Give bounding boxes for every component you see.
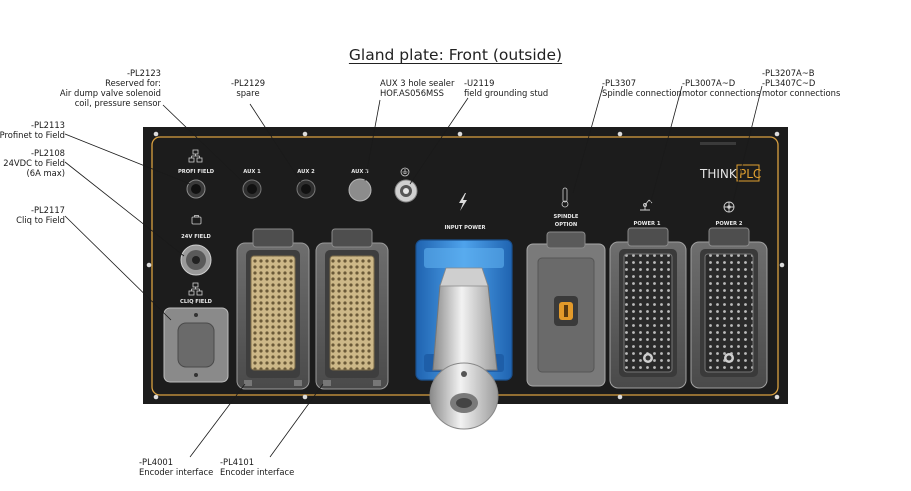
callout-line: -PL2129: [230, 78, 266, 88]
callout-line: Cliq to Field: [16, 215, 65, 225]
encoder-connector-pl4101: [315, 228, 389, 390]
ground-icon: [400, 167, 410, 177]
callout-line: -U2119: [464, 78, 495, 88]
cliq-field-blank-plate: [163, 307, 229, 383]
callout-line: -PL3207A~B: [762, 68, 815, 78]
label-aux2: AUX 2: [297, 169, 315, 175]
callout-line: -PL4001: [139, 457, 174, 467]
svg-text:THINK: THINK: [699, 167, 738, 181]
callout-line: spare: [236, 88, 260, 98]
label-cliq-field: CLIQ FIELD: [180, 299, 213, 305]
label-input-power: INPUT POWER: [444, 225, 485, 231]
leader-lines: [64, 85, 763, 458]
label-24v-field: 24V FIELD: [181, 234, 211, 240]
callout-line: Profinet to Field: [0, 130, 65, 140]
callout-line: 24VDC to Field: [3, 158, 65, 168]
callout-line: -PL3407C~D: [762, 78, 816, 88]
robot-arm-icon: [640, 199, 653, 211]
callout-line: -PL2117: [30, 205, 65, 215]
callout-line: (6A max): [26, 168, 65, 178]
lightning-icon: [459, 193, 467, 211]
profi-field-connector: [186, 179, 206, 199]
label-profi-field: PROFI FIELD: [178, 169, 215, 175]
network-icon: [188, 149, 203, 163]
label-power1: POWER 1: [634, 221, 661, 227]
power1-connector: [609, 227, 687, 389]
label-power2: POWER 2: [716, 221, 743, 227]
callout-line: -PL2123: [126, 68, 161, 78]
diagram-title: Gland plate: Front (outside): [348, 46, 563, 64]
battery-icon: [191, 215, 202, 225]
label-spindle-line2: OPTION: [555, 222, 577, 228]
callout-line: Air dump valve solenoid: [59, 88, 161, 98]
svg-text:PLC: PLC: [739, 167, 761, 181]
callout-line: coil, pressure sensor: [74, 98, 161, 108]
callout-line: motor connections: [682, 88, 761, 98]
callout-line: -PL3307: [602, 78, 637, 88]
aux1-gland: [242, 179, 262, 199]
plate-small-label: [700, 142, 736, 145]
thermometer-icon: [561, 187, 569, 208]
24v-field-connector: [180, 244, 212, 276]
spindle-connector: [526, 231, 606, 387]
callout-line: field grounding stud: [464, 88, 549, 98]
callout-line: Encoder interface: [220, 467, 295, 477]
network-icon-cliq: [188, 282, 203, 296]
input-power-connector: [415, 239, 513, 430]
callout-line: -PL3007A~D: [682, 78, 736, 88]
callout-line: -PL2108: [30, 148, 65, 158]
aux3-hole-sealer: [348, 178, 372, 202]
callout-line: Spindle connection: [602, 88, 682, 98]
fan-icon: [723, 201, 735, 213]
callout-line: HOF.AS056MSS: [380, 88, 444, 98]
power2-connector: [690, 227, 768, 389]
callout-line: AUX 3 hole sealer: [380, 78, 455, 88]
callout-line: -PL4101: [220, 457, 255, 467]
field-grounding-stud: [394, 179, 418, 203]
encoder-connector-pl4001: [236, 228, 310, 390]
label-aux1: AUX 1: [243, 169, 261, 175]
label-spindle-line1: SPINDLE: [554, 214, 579, 220]
thinkplc-logo: THINK PLC: [699, 164, 761, 182]
mounting-holes: [146, 131, 785, 400]
callout-line: motor connections: [762, 88, 841, 98]
label-aux3: AUX 3: [351, 169, 369, 175]
callout-line: Reserved for:: [105, 78, 161, 88]
aux2-gland: [296, 179, 316, 199]
callout-line: Encoder interface: [139, 467, 214, 477]
callout-line: -PL2113: [30, 120, 65, 130]
